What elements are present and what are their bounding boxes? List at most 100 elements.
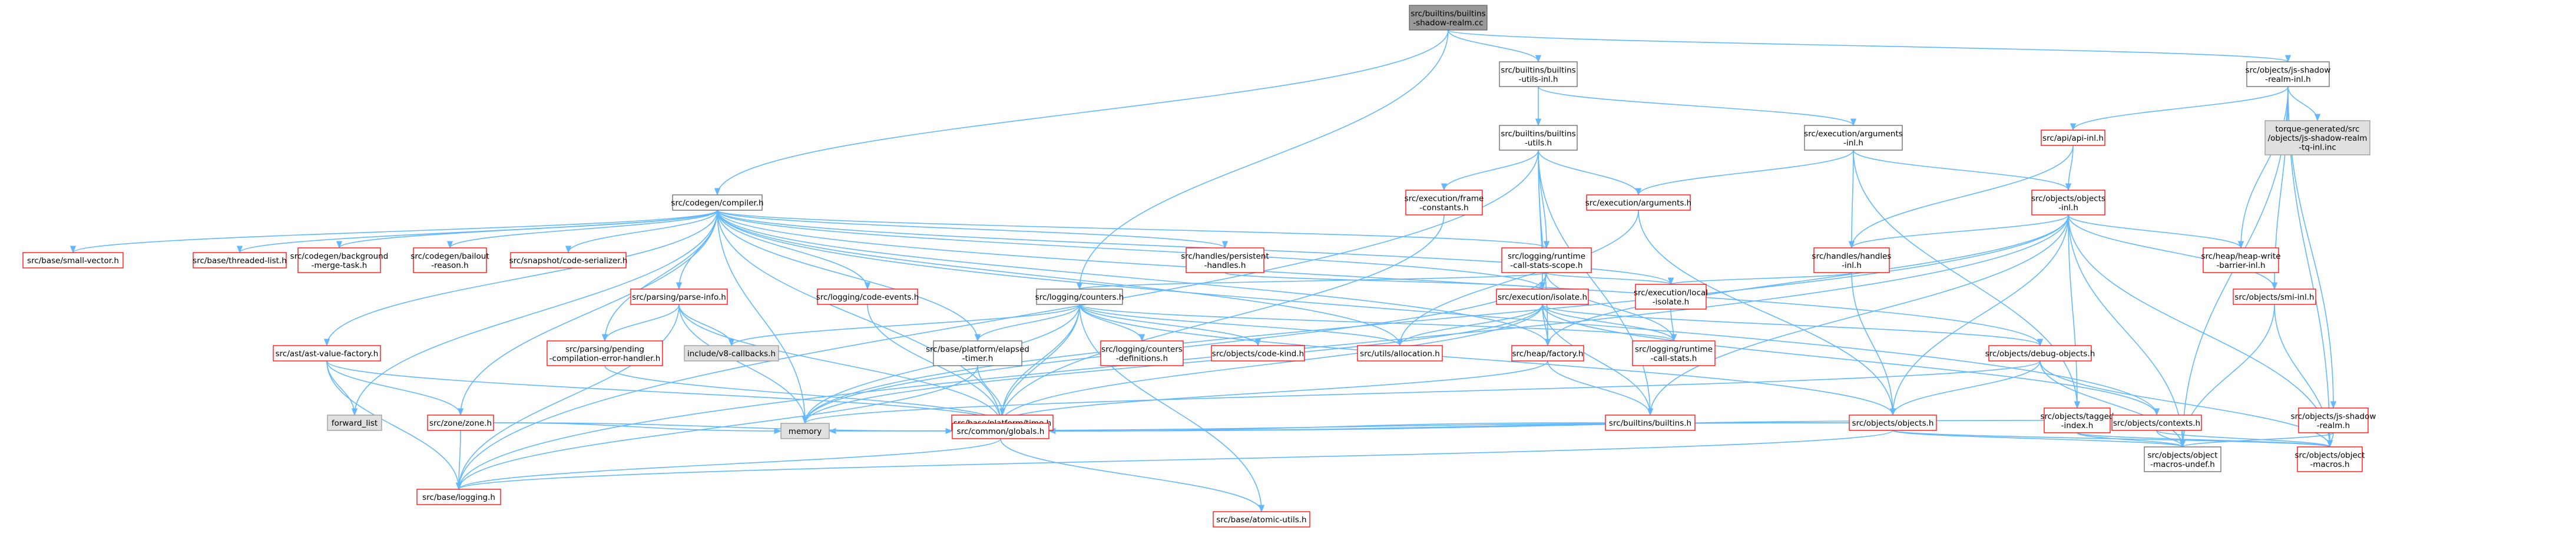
node-objects[interactable]: src/objects/objects.h bbox=[1849, 415, 1937, 431]
node-label: src/execution/arguments.h bbox=[1585, 198, 1692, 208]
node-box bbox=[1405, 190, 1483, 216]
node-bg_merge[interactable]: src/codegen/background-merge-task.h bbox=[290, 247, 389, 273]
node-label: src/api/api-inl.h bbox=[2042, 134, 2104, 143]
node-logging[interactable]: src/base/logging.h bbox=[416, 489, 501, 505]
node-label: -call-stats-scope.h bbox=[1510, 261, 1582, 270]
node-counters[interactable]: src/logging/counters.h bbox=[1035, 289, 1124, 305]
node-box bbox=[2233, 289, 2316, 305]
node-box bbox=[2041, 130, 2105, 146]
node-exec_args_inl[interactable]: src/execution/arguments-inl.h bbox=[1804, 125, 1903, 151]
node-code_kind[interactable]: src/objects/code-kind.h bbox=[1211, 345, 1305, 362]
edge-elapsed-to-logging bbox=[455, 365, 978, 490]
node-box bbox=[1211, 345, 1305, 362]
node-v8cb[interactable]: include/v8-callbacks.h bbox=[684, 345, 779, 362]
node-handles_inl[interactable]: src/handles/handles-inl.h bbox=[1812, 247, 1892, 273]
node-box bbox=[2031, 190, 2105, 216]
node-jsshadow_inl[interactable]: src/objects/js-shadow-realm-inl.h bbox=[2246, 61, 2331, 87]
edge-counters-to-objects bbox=[1079, 304, 1896, 416]
edge-debug_obj-to-memory bbox=[802, 360, 2041, 425]
node-local_iso[interactable]: src/execution/local-isolate.h bbox=[1634, 284, 1708, 310]
node-globals[interactable]: src/common/globals.h bbox=[952, 423, 1049, 439]
node-om[interactable]: src/objects/object-macros.h bbox=[2294, 446, 2365, 472]
node-om_undef[interactable]: src/objects/object-macros-undef.h bbox=[2144, 446, 2221, 472]
edge-heap_factory-to-globals bbox=[998, 360, 1548, 425]
node-label: src/objects/objects bbox=[2031, 194, 2105, 203]
node-memory[interactable]: memory bbox=[780, 423, 830, 439]
node-heap_factory[interactable]: src/heap/factory.h bbox=[1511, 345, 1584, 362]
node-zone[interactable]: src/zone/zone.h bbox=[427, 415, 494, 431]
edge-obj_inl-to-memory bbox=[802, 214, 2069, 425]
node-box bbox=[780, 423, 830, 439]
node-label: src/builtins/builtins bbox=[1410, 9, 1485, 18]
node-label: src/objects/contexts.h bbox=[2113, 419, 2200, 428]
edge-tagged_idx-to-om_undef bbox=[2077, 432, 2186, 448]
node-builtins[interactable]: src/builtins/builtins.h bbox=[1605, 415, 1696, 431]
node-smi_inl[interactable]: src/objects/smi-inl.h bbox=[2233, 289, 2316, 305]
edge-globals-to-atomic bbox=[1000, 438, 1265, 513]
edge-api_inl-to-handles_inl bbox=[1848, 145, 2074, 249]
node-bu[interactable]: src/builtins/builtins-utils.h bbox=[1499, 125, 1578, 151]
edge-api_inl-to-obj_inl bbox=[2065, 145, 2074, 191]
node-allocation[interactable]: src/utils/allocation.h bbox=[1357, 345, 1443, 362]
edge-exec_args_inl-to-obj_inl bbox=[1853, 150, 2071, 191]
node-box bbox=[1036, 289, 1123, 305]
node-box bbox=[1499, 125, 1578, 151]
node-heap_wb[interactable]: src/heap/heap-write-barrier-inl.h bbox=[2201, 247, 2281, 273]
edge-objects-to-om bbox=[1892, 430, 2333, 448]
edge-ast_factory-to-fwd_list bbox=[326, 360, 358, 416]
node-pending_err[interactable]: src/parsing/pending-compilation-error-ha… bbox=[547, 340, 663, 366]
edge-handles_inl-to-objects bbox=[1851, 272, 1896, 416]
node-box bbox=[2044, 407, 2111, 433]
node-snap_ser[interactable]: src/snapshot/code-serializer.h bbox=[509, 252, 628, 268]
node-fwd_list[interactable]: forward_list bbox=[327, 415, 382, 431]
node-box bbox=[1605, 415, 1696, 431]
node-persist[interactable]: src/handles/persistent-handles.h bbox=[1181, 247, 1269, 273]
node-tagged_idx[interactable]: src/objects/tagged-index.h bbox=[2040, 407, 2114, 433]
node-ast_factory[interactable]: src/ast/ast-value-factory.h bbox=[273, 345, 381, 362]
node-rcs_scope[interactable]: src/logging/runtime-call-stats-scope.h bbox=[1501, 247, 1592, 273]
edge-ast_factory-to-globals bbox=[326, 360, 1004, 425]
node-ctr_defs[interactable]: src/logging/counters-definitions.h bbox=[1100, 340, 1184, 366]
node-label: src/logging/counters bbox=[1101, 344, 1183, 354]
node-label: -realm-inl.h bbox=[2265, 75, 2310, 84]
node-bailout[interactable]: src/codegen/bailout-reason.h bbox=[410, 247, 489, 273]
edge-counters-to-rcs bbox=[1079, 304, 1677, 342]
node-api_inl[interactable]: src/api/api-inl.h bbox=[2041, 130, 2105, 146]
node-label: src/objects/tagged bbox=[2040, 412, 2114, 421]
edge-obj_inl-to-heap_factory bbox=[1544, 214, 2069, 347]
node-debug_obj[interactable]: src/objects/debug-objects.h bbox=[1985, 345, 2095, 362]
node-label: src/builtins/builtins.h bbox=[1609, 419, 1691, 428]
node-box bbox=[2144, 446, 2221, 472]
edge-pending_err-to-globals bbox=[604, 365, 1004, 425]
node-compiler[interactable]: src/codegen/compiler.h bbox=[671, 194, 764, 211]
node-root[interactable]: src/builtins/builtins-shadow-realm.cc bbox=[1409, 5, 1488, 31]
node-thread_list[interactable]: src/base/threaded-list.h bbox=[193, 252, 287, 268]
node-box bbox=[1586, 194, 1691, 211]
edge-counters-to-code_kind bbox=[1079, 304, 1261, 347]
node-label: -realm.h bbox=[2317, 421, 2350, 430]
edge-exec_args-to-objects bbox=[1638, 210, 1896, 416]
node-contexts[interactable]: src/objects/contexts.h bbox=[2111, 415, 2202, 431]
edge-obj_inl-to-handles_inl bbox=[1849, 214, 2069, 249]
node-label: src/heap/factory.h bbox=[1512, 349, 1584, 359]
node-torque[interactable]: torque-generated/src/objects/js-shadow-r… bbox=[2264, 120, 2370, 155]
node-exec_args[interactable]: src/execution/arguments.h bbox=[1585, 194, 1692, 211]
node-bui_inl[interactable]: src/builtins/builtins-utils-inl.h bbox=[1499, 61, 1578, 87]
edge-counters-to-globals bbox=[997, 304, 1080, 425]
node-code_events[interactable]: src/logging/code-events.h bbox=[816, 289, 919, 305]
edge-isolate-to-globals bbox=[997, 304, 1543, 425]
edge-debug_obj-to-om_undef bbox=[2039, 360, 2186, 448]
node-isolate[interactable]: src/execution/isolate.h bbox=[1496, 289, 1589, 305]
node-jsshadow[interactable]: src/objects/js-shadow-realm.h bbox=[2291, 407, 2376, 433]
node-frame_const[interactable]: src/execution/frame-constants.h bbox=[1405, 190, 1484, 216]
node-label: src/logging/runtime bbox=[1635, 344, 1713, 354]
node-box bbox=[1813, 247, 1890, 273]
node-obj_inl[interactable]: src/objects/objects-inl.h bbox=[2031, 190, 2105, 216]
node-rcs[interactable]: src/logging/runtime-call-stats.h bbox=[1632, 340, 1716, 366]
node-label: src/common/globals.h bbox=[957, 427, 1045, 436]
node-parse_info[interactable]: src/parsing/parse-info.h bbox=[630, 289, 728, 305]
node-label: -reason.h bbox=[431, 261, 468, 270]
node-elapsed[interactable]: src/base/platform/elapsed-timer.h bbox=[926, 340, 1029, 366]
node-small_vec[interactable]: src/base/small-vector.h bbox=[22, 252, 124, 268]
node-atomic[interactable]: src/base/atomic-utils.h bbox=[1213, 511, 1310, 528]
